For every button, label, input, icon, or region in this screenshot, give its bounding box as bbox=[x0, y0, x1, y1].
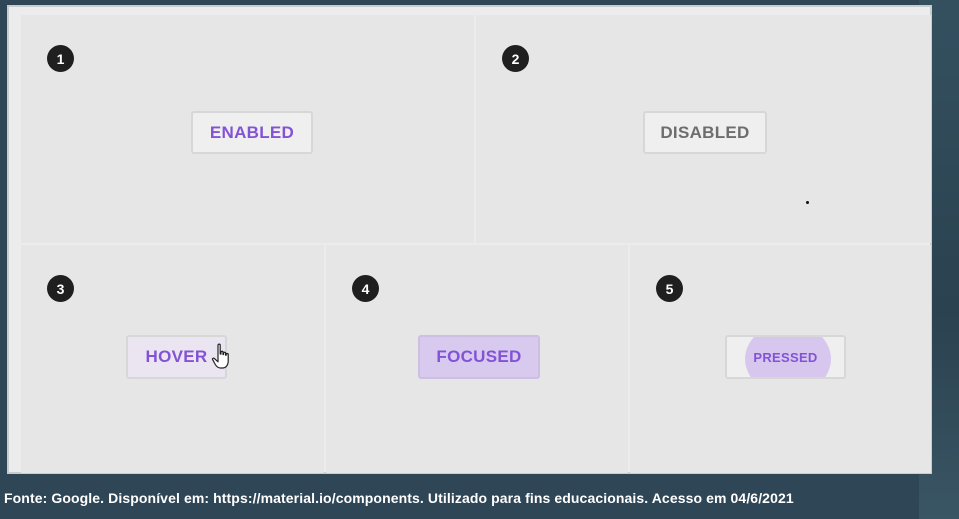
focused-button[interactable]: FOCUSED bbox=[418, 335, 540, 379]
stray-dot bbox=[806, 201, 809, 204]
state-cell-enabled: 1 ENABLED bbox=[21, 15, 474, 243]
state-number-badge: 1 bbox=[47, 45, 74, 72]
state-cell-pressed: 5 PRESSED bbox=[630, 245, 931, 473]
enabled-button-label: ENABLED bbox=[209, 122, 295, 142]
state-number-badge: 3 bbox=[47, 275, 74, 302]
state-number-badge: 2 bbox=[502, 45, 529, 72]
enabled-button[interactable]: ENABLED bbox=[191, 111, 313, 154]
pressed-ripple bbox=[745, 337, 831, 377]
hover-button[interactable]: HOVER bbox=[126, 335, 229, 379]
state-cell-hover: 3 HOVER bbox=[21, 245, 324, 473]
state-number-badge: 4 bbox=[352, 275, 379, 302]
state-cell-disabled: 2 DISABLED bbox=[476, 15, 931, 243]
state-number-badge: 5 bbox=[656, 275, 683, 302]
button-states-panel: 1 ENABLED 2 DISABLED 3 HOVER 4 FOCUSED 5… bbox=[7, 5, 932, 474]
hover-button-label: HOVER bbox=[145, 347, 208, 366]
hand-pointer-icon bbox=[211, 343, 229, 369]
focused-button-label: FOCUSED bbox=[436, 347, 522, 366]
pressed-button[interactable]: PRESSED bbox=[725, 335, 846, 379]
source-caption: Fonte: Google. Disponível em: https://ma… bbox=[4, 490, 794, 506]
disabled-button-label: DISABLED bbox=[660, 122, 750, 142]
state-cell-focused: 4 FOCUSED bbox=[326, 245, 628, 473]
disabled-button: DISABLED bbox=[643, 111, 767, 154]
pressed-button-label: PRESSED bbox=[753, 349, 818, 365]
